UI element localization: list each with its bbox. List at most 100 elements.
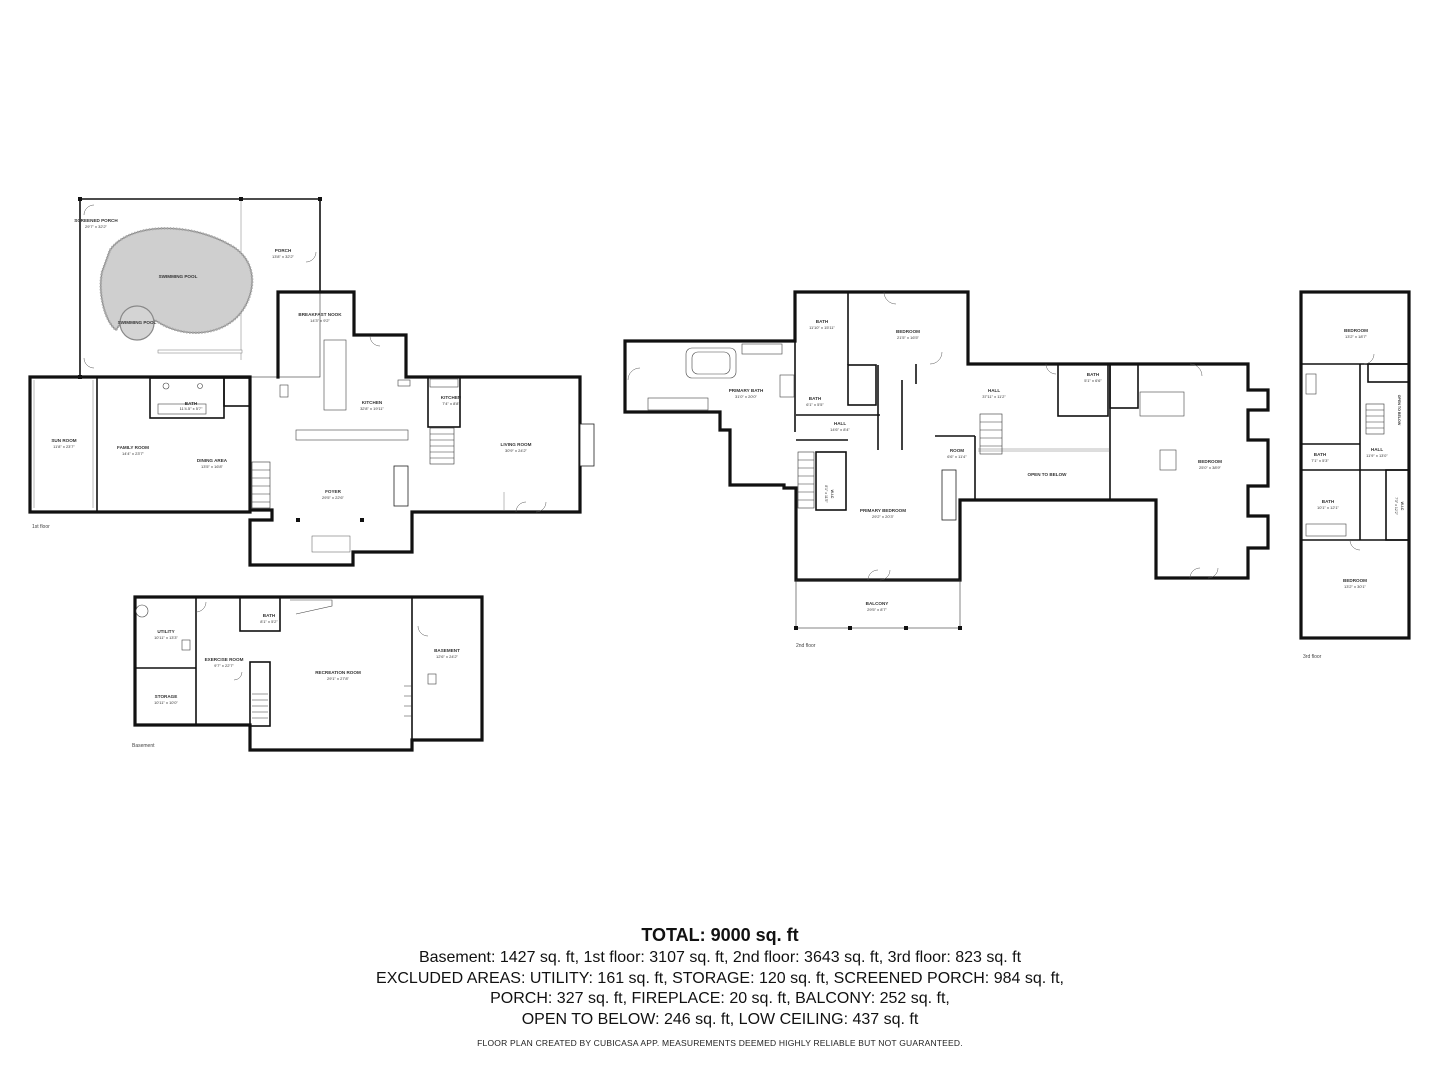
disclaimer: FLOOR PLAN CREATED BY CUBICASA APP. MEAS…: [477, 1038, 963, 1048]
dims-wic-3f: 7'3" x 12'2": [1394, 497, 1398, 515]
dims-primary-bath: 31'0" x 20'0": [735, 394, 758, 399]
excluded-areas-line-2: PORCH: 327 sq. ft, FIREPLACE: 20 sq. ft,…: [490, 990, 950, 1007]
third-floor-stairs: [1365, 403, 1385, 435]
label-balcony: BALCONY: [866, 601, 889, 606]
dims-bedroom-2f-top: 21'5" x 16'5": [897, 335, 920, 340]
label-primary-bedroom: PRIMARY BEDROOM: [860, 508, 906, 513]
basement-plan: [133, 595, 484, 752]
fireplace-primary: [941, 469, 957, 521]
dims-utility: 10'11" x 13'3": [154, 635, 178, 640]
dims-balcony: 29'5" x 8'7": [867, 607, 887, 612]
label-open-to-below-2f: OPEN TO BELOW: [1028, 472, 1068, 477]
small-pool-shape: [119, 305, 155, 341]
third-floor-exterior-wall: [1299, 290, 1411, 640]
label-hall-2f: HALL: [988, 388, 1000, 393]
dims-bedroom-3f-bottom: 13'2" x 30'1": [1344, 584, 1367, 589]
dims-sun-room: 11'8" x 23'7": [53, 444, 75, 449]
floor-label-1st: 1st floor: [32, 524, 50, 530]
label-breakfast-nook: BREAKFAST NOOK: [298, 312, 342, 317]
first-floor-stairs: [251, 427, 455, 509]
room-labels: SCREENED PORCH 29'7" x 32'2" SWIMMING PO…: [32, 218, 1404, 749]
fireplace-foyer: [393, 465, 409, 507]
label-bath-basement: BATH: [263, 613, 276, 618]
label-sun-room: SUN ROOM: [51, 438, 76, 443]
basement-exterior-wall: [133, 595, 484, 752]
dims-basement-room: 12'6" x 24'2": [436, 654, 459, 659]
label-hall-2f-small: HALL: [834, 421, 846, 426]
label-open-to-below-3f: OPEN TO BELOW: [1397, 395, 1401, 426]
label-foyer: FOYER: [325, 489, 342, 494]
label-family-room: FAMILY ROOM: [117, 445, 149, 450]
second-floor-exterior-wall: [623, 290, 1270, 582]
dims-dining-area: 13'5" x 16'8": [201, 464, 224, 469]
label-room-2f: ROOM: [950, 448, 964, 453]
dims-primary-bedroom: 29'2" x 20'3": [872, 514, 895, 519]
dims-bedroom-2f-right: 25'0" x 38'9": [1199, 465, 1222, 470]
second-floor-plan: [623, 290, 1270, 630]
floor-label-basement: Basement: [132, 743, 155, 749]
excluded-areas-line-3: OPEN TO BELOW: 246 sq. ft, LOW CEILING: …: [521, 1010, 919, 1028]
label-swimming-pool: SWIMMING POOL: [159, 274, 198, 279]
label-basement-room: BASEMENT: [434, 648, 460, 653]
label-bath-3f-lower: BATH: [1322, 499, 1335, 504]
label-storage: STORAGE: [155, 694, 178, 699]
label-living-room: LIVING ROOM: [501, 442, 532, 447]
dims-hall-2f: 37'11" x 11'2": [982, 394, 1006, 399]
excluded-areas-line-1: EXCLUDED AREAS: UTILITY: 161 sq. ft, STO…: [376, 969, 1064, 987]
label-bedroom-2f-top: BEDROOM: [896, 329, 920, 334]
dims-hall-2f-small: 14'6" x 8'4": [830, 427, 850, 432]
dims-bath-3f-lower: 10'1" x 12'1": [1317, 505, 1340, 510]
label-porch: PORCH: [275, 248, 292, 253]
floor-label-2nd: 2nd floor: [796, 643, 816, 649]
dims-bedroom-3f-top: 13'2" x 18'7": [1345, 334, 1368, 339]
dims-foyer: 29'5" x 22'6": [322, 495, 345, 500]
basement-stairs: [252, 685, 412, 719]
fireplace-living: [579, 423, 595, 467]
label-exercise-room: EXERCISE ROOM: [205, 657, 244, 662]
third-floor-plan: [1299, 290, 1411, 640]
label-bath-3f-upper: BATH: [1314, 452, 1327, 457]
dims-bath-1f: 11'4.5" x 5'7": [180, 406, 203, 411]
dims-storage: 10'11" x 10'0": [154, 700, 178, 705]
label-hall-3f: HALL: [1371, 447, 1383, 452]
floor-areas: Basement: 1427 sq. ft, 1st floor: 3107 s…: [418, 949, 1022, 966]
label-swimming-pool-small: SWIMMING POOL: [118, 320, 157, 325]
label-bath-2f-right: BATH: [1087, 372, 1100, 377]
label-bedroom-2f-right: BEDROOM: [1198, 459, 1222, 464]
label-kitchen-small: KITCHEN: [441, 395, 462, 400]
dims-porch: 13'8" x 32'2": [272, 254, 295, 259]
dims-screened-porch: 29'7" x 32'2": [85, 224, 108, 229]
dims-bath-3f-upper: 7'1" x 5'3": [1311, 458, 1329, 463]
dims-room-2f: 6'6" x 11'4": [947, 454, 967, 459]
dims-hall-3f: 11'9" x 13'0": [1366, 453, 1388, 458]
total-area: TOTAL: 9000 sq. ft: [641, 925, 799, 945]
label-screened-porch: SCREENED PORCH: [74, 218, 118, 223]
dims-kitchen-small: 7'4" x 8'8": [442, 401, 460, 406]
label-bath-2f-top: BATH: [816, 319, 829, 324]
label-primary-bath: PRIMARY BATH: [729, 388, 764, 393]
dims-bath-2f-right: 5'1" x 6'6": [1084, 378, 1102, 383]
first-floor-exterior-wall: [28, 290, 582, 567]
label-bath-2f-small: BATH: [809, 396, 822, 401]
dims-recreation-room: 29'1" x 27'8": [327, 676, 350, 681]
dims-living-room: 30'9" x 24'2": [505, 448, 528, 453]
dims-bath-basement: 8'1" x 5'2": [260, 619, 278, 624]
dims-bath-2f-top: 11'10" x 15'11": [809, 325, 835, 330]
label-wic-3f: W.I.C: [1400, 502, 1404, 511]
label-dining-area: DINING AREA: [197, 458, 228, 463]
area-summary: TOTAL: 9000 sq. ft Basement: 1427 sq. ft…: [0, 922, 1440, 1049]
label-wic-2f: W.I.C: [830, 490, 834, 499]
second-floor-stairs: [797, 413, 1003, 509]
label-kitchen: KITCHEN: [362, 400, 383, 405]
label-bedroom-3f-top: BEDROOM: [1344, 328, 1368, 333]
dims-bath-2f-small: 6'1" x 5'5": [806, 402, 824, 407]
dims-exercise-room: 9'7" x 22'7": [214, 663, 234, 668]
label-bath-1f: BATH: [185, 401, 198, 406]
label-utility: UTILITY: [157, 629, 174, 634]
dims-kitchen: 32'8" x 19'11": [360, 406, 384, 411]
label-bedroom-3f-bottom: BEDROOM: [1343, 578, 1367, 583]
dims-wic-2f: 8'1" x 11'5": [824, 485, 828, 503]
label-recreation-room: RECREATION ROOM: [315, 670, 361, 675]
dims-family-room: 14'4" x 23'7": [122, 451, 145, 456]
